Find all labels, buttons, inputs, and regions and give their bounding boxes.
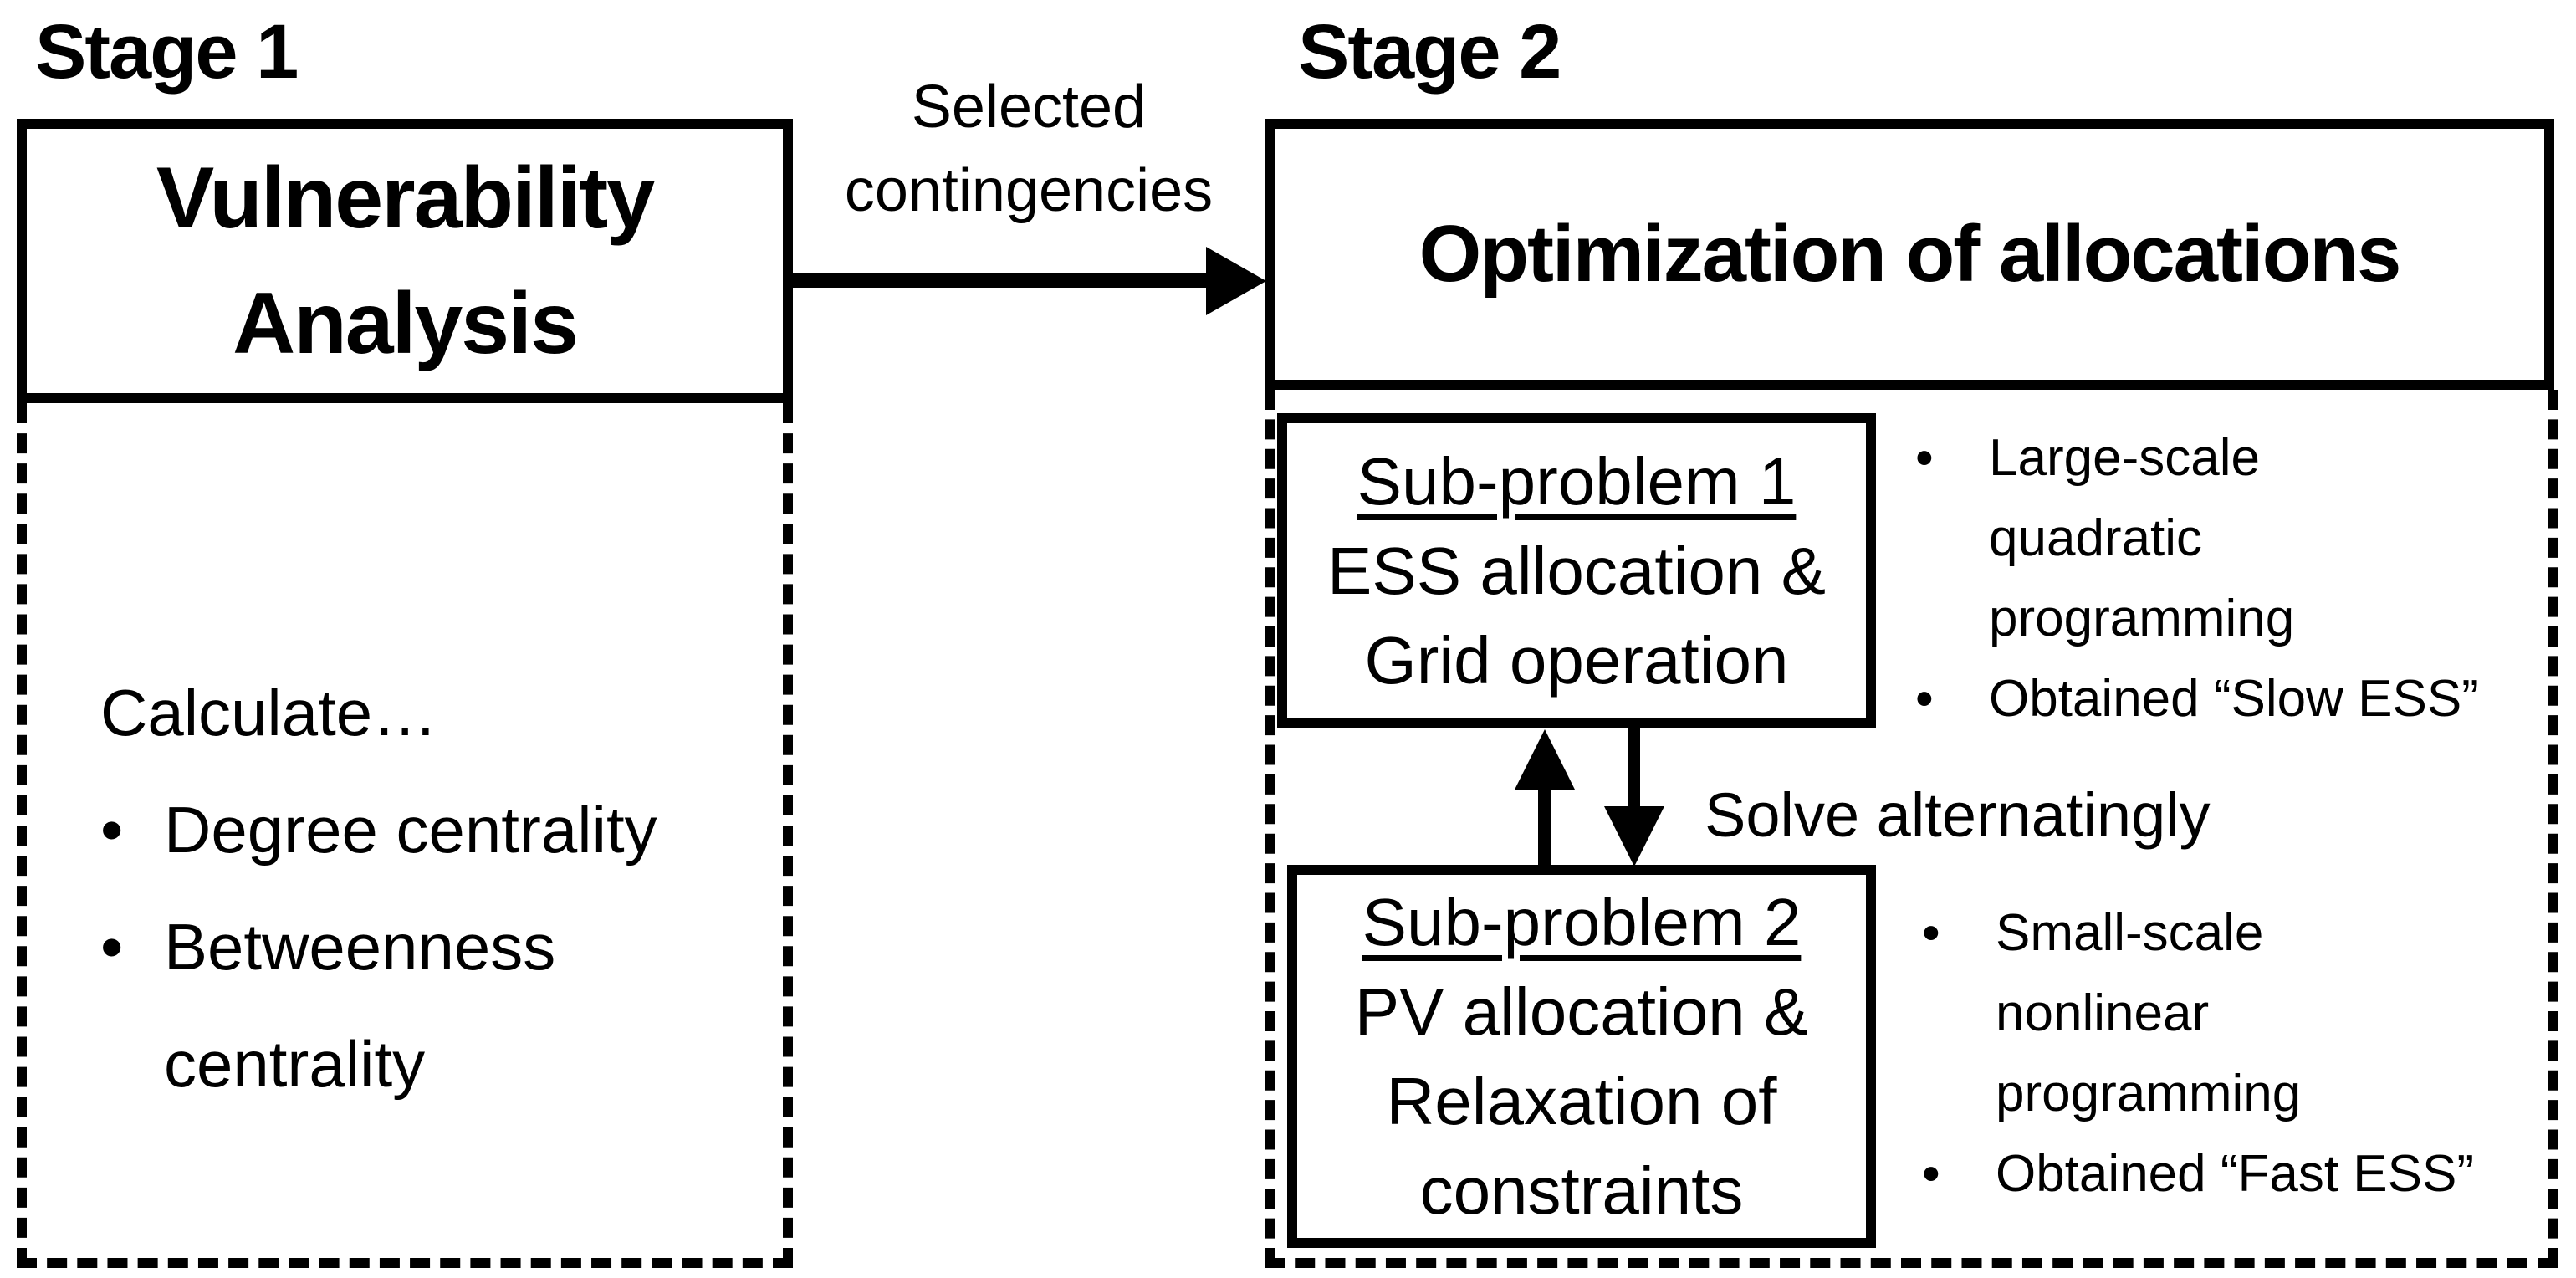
subproblem1-bullet-text: Large-scale quadratic programming [1989, 429, 2295, 647]
stage1-to-stage2-arrow-shaft [786, 273, 1211, 288]
vulnerability-analysis-box: Vulnerability Analysis [17, 119, 793, 403]
subproblem2-bullet-list: • Small-scale nonlinear programming • Ob… [1915, 893, 2576, 1214]
optimization-of-allocations-box: Optimization of allocations [1265, 119, 2554, 390]
stage2-details-panel [1265, 390, 2558, 1268]
bullet-icon: • [1915, 670, 1934, 728]
subproblem1-box: Sub-problem 1 ESS allocation & Grid oper… [1277, 413, 1876, 728]
subproblem2-title: Sub-problem 2 [1362, 885, 1802, 959]
list-item: • Large-scale quadratic programming [1909, 418, 2569, 659]
subproblem2-box: Sub-problem 2 PV allocation & Relaxation… [1287, 865, 1876, 1248]
subproblem1-title: Sub-problem 1 [1357, 443, 1797, 519]
subproblem1-bullet-text: Obtained “Slow ESS” [1989, 670, 2479, 728]
bullet-icon: • [1915, 429, 1934, 487]
arrowhead-down-icon [1604, 806, 1664, 866]
list-item: • Degree centrality [100, 771, 786, 888]
bullet-icon: • [100, 793, 124, 866]
stage1-details-panel [17, 403, 793, 1268]
calculate-intro: Calculate… [100, 676, 438, 749]
list-item: • Obtained “Fast ESS” [1915, 1134, 2576, 1214]
stage1-heading: Stage 1 [35, 9, 299, 95]
subproblem2-bullet-text: Small-scale nonlinear programming [1996, 904, 2302, 1122]
stage1-details-content: Calculate… • Degree centrality • Between… [100, 654, 786, 1122]
vulnerability-analysis-title: Vulnerability Analysis [156, 150, 655, 372]
bullet-icon: • [100, 910, 124, 984]
list-item: • Betweenness centrality [100, 888, 786, 1122]
bullet-icon: • [1922, 904, 1940, 962]
down-arrow-shaft [1628, 728, 1640, 808]
solve-alternatingly-label: Solve alternatingly [1705, 780, 2211, 850]
list-item: • Small-scale nonlinear programming [1915, 893, 2576, 1134]
subproblem1-body: ESS allocation & Grid operation [1327, 533, 1826, 698]
arrowhead-up-icon [1515, 729, 1575, 790]
subproblem2-body: PV allocation & Relaxation of constraint… [1354, 974, 1809, 1228]
degree-centrality-text: Degree centrality [164, 793, 657, 866]
betweenness-centrality-text: Betweenness centrality [164, 910, 556, 1101]
selected-contingencies-label: Selected contingencies [844, 74, 1214, 224]
bullet-icon: • [1922, 1145, 1940, 1203]
subproblem1-bullet-list: • Large-scale quadratic programming • Ob… [1909, 418, 2569, 739]
optimization-of-allocations-title: Optimization of allocations [1418, 209, 2402, 299]
arrowhead-right-icon [1206, 247, 1266, 315]
subproblem2-bullet-text: Obtained “Fast ESS” [1996, 1145, 2475, 1203]
list-item: • Obtained “Slow ESS” [1909, 659, 2569, 739]
stage2-heading: Stage 2 [1298, 9, 1561, 95]
up-arrow-shaft [1538, 786, 1551, 865]
